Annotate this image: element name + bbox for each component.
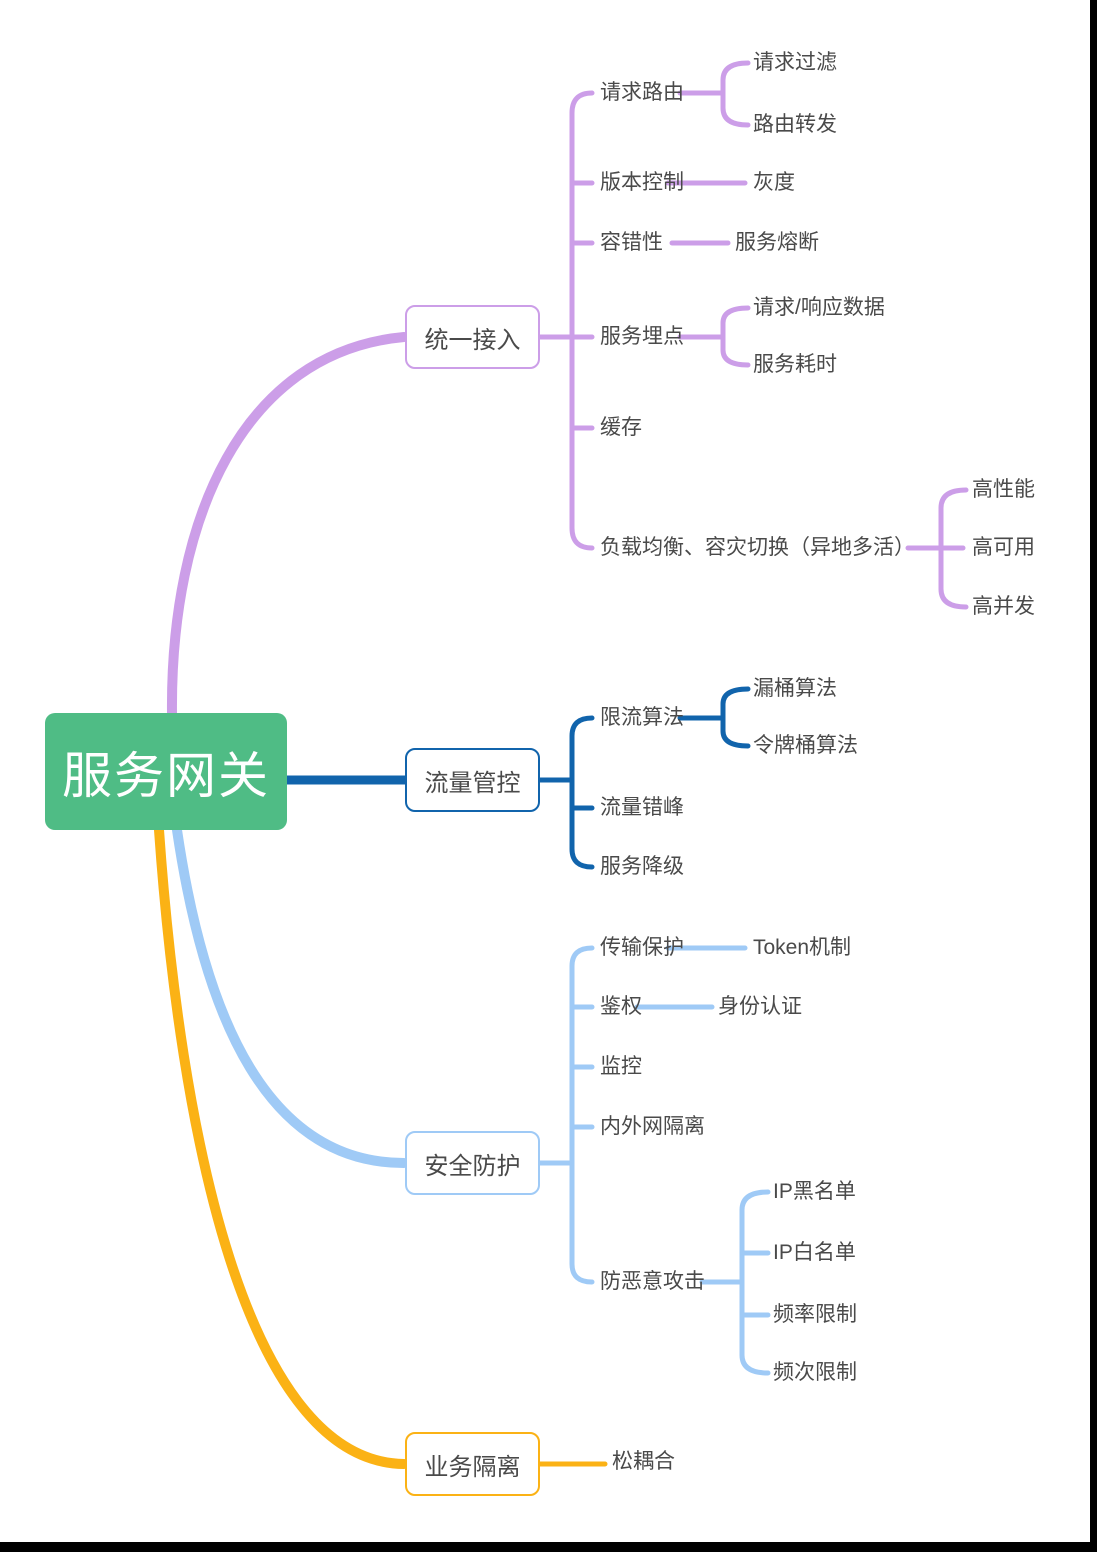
leaf-route-forwarding: 路由转发 <box>753 112 837 136</box>
branch-node-business-isolation: 业务隔离 <box>405 1432 540 1496</box>
leaf-version-control: 版本控制 <box>600 170 684 194</box>
leaf-token-mechanism: Token机制 <box>753 935 852 959</box>
leaf-ip-whitelist: IP白名单 <box>773 1240 856 1264</box>
branch-security-connectors <box>172 825 771 1376</box>
leaf-load-balancing: 负载均衡、容灾切换（异地多活） <box>600 535 915 559</box>
leaf-leaky-bucket: 漏桶算法 <box>753 676 837 700</box>
leaf-intranet-isolation: 内外网隔离 <box>600 1114 705 1138</box>
branch-unified-connectors <box>166 60 969 719</box>
leaf-circuit-breaking: 服务熔断 <box>735 230 819 254</box>
leaf-frequency-limit: 频率限制 <box>773 1302 857 1326</box>
leaf-cache: 缓存 <box>600 415 642 439</box>
leaf-high-availability: 高可用 <box>972 535 1035 559</box>
branch-node-traffic-control: 流量管控 <box>405 748 540 812</box>
leaf-transport-protection: 传输保护 <box>600 935 684 959</box>
leaf-service-tracking: 服务埋点 <box>600 324 684 348</box>
leaf-token-bucket: 令牌桶算法 <box>753 733 858 757</box>
branch-node-unified-access: 统一接入 <box>405 305 540 369</box>
leaf-service-time-cost: 服务耗时 <box>753 352 837 376</box>
leaf-loose-coupling: 松耦合 <box>612 1449 675 1473</box>
leaf-ip-blacklist: IP黑名单 <box>773 1179 856 1203</box>
leaf-rate-limit-algorithm: 限流算法 <box>600 705 684 729</box>
leaf-count-limit: 频次限制 <box>773 1360 857 1384</box>
leaf-fault-tolerance: 容错性 <box>600 230 663 254</box>
leaf-gray-release: 灰度 <box>753 170 795 194</box>
leaf-authentication: 鉴权 <box>600 994 642 1018</box>
leaf-request-routing: 请求路由 <box>600 80 684 104</box>
leaf-identity-verification: 身份认证 <box>718 994 802 1018</box>
screen-edge-bottom-bar <box>0 1542 1097 1552</box>
leaf-request-filter: 请求过滤 <box>753 50 837 74</box>
leaf-request-response-data: 请求/响应数据 <box>753 295 885 319</box>
screen-edge-right-bar <box>1090 0 1097 1552</box>
branch-isolation-connectors <box>154 825 608 1469</box>
leaf-service-degradation: 服务降级 <box>600 854 684 878</box>
branch-node-security-protection: 安全防护 <box>405 1131 540 1195</box>
branch-traffic-connectors <box>282 686 751 870</box>
leaf-high-performance: 高性能 <box>972 477 1035 501</box>
leaf-anti-malicious-attack: 防恶意攻击 <box>600 1269 705 1293</box>
leaf-monitoring: 监控 <box>600 1054 642 1078</box>
leaf-high-concurrency: 高并发 <box>972 594 1035 618</box>
root-node: 服务网关 <box>45 713 287 830</box>
leaf-traffic-peak-shifting: 流量错峰 <box>600 795 684 819</box>
